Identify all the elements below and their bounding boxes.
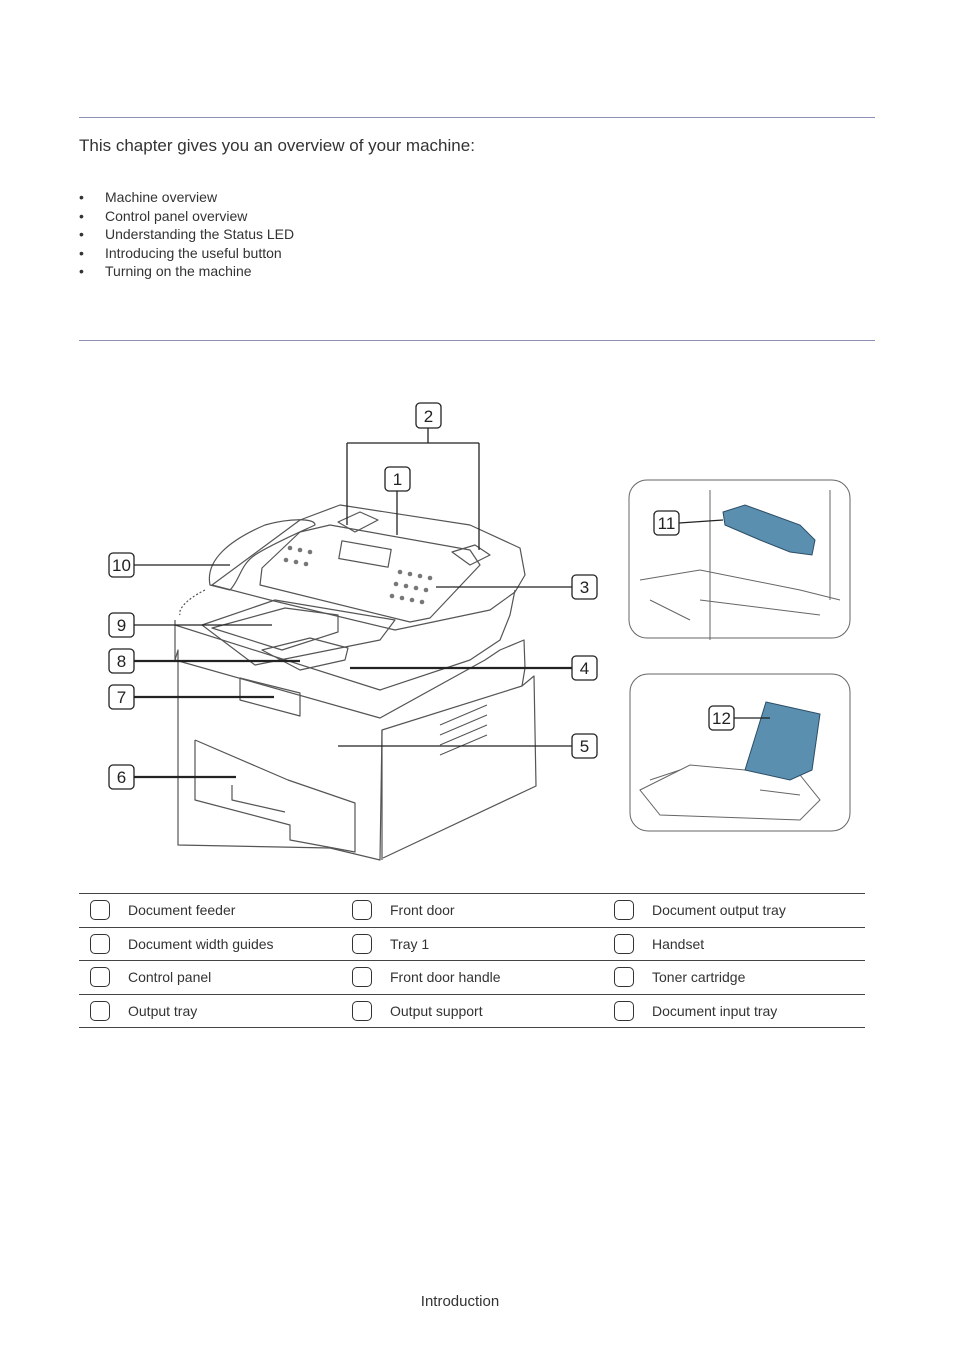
number-box [614,900,634,921]
callout-4-label: 4 [580,659,589,678]
legend-label: Tray 1 [390,935,430,952]
bullet: • [79,189,84,205]
output-tray-shape [201,599,396,666]
table-row: Document width guides Tray 1 Handset [79,926,865,961]
front-door-handle [239,677,301,717]
intro-text: This chapter gives you an overview of yo… [79,136,475,155]
machine-overview-figure: 2 1 10 3 9 8 4 7 5 6 11 12 [108,402,851,861]
number-box [90,900,110,921]
callout-8-label: 8 [117,652,126,671]
callout-12: 12 [708,705,735,731]
callout-3-label: 3 [580,578,589,597]
callout-7-label: 7 [117,688,126,707]
number-box [352,967,372,988]
bullet: • [79,207,84,224]
table-row: Control panel Front door handle Toner ca… [79,960,865,995]
control-panel [259,524,481,623]
number-box [90,933,110,954]
callout-9-label: 9 [117,616,126,635]
callout-10-label: 10 [112,556,131,575]
list-item-label: Understanding the Status LED [105,226,295,243]
callout-5-label: 5 [580,737,589,756]
callout-10: 10 [108,552,135,578]
table-row: Document feeder Front door Document outp… [79,893,865,928]
legend-label: Document feeder [128,902,236,919]
callout-11-label: 11 [658,514,676,533]
callout-7: 7 [108,684,135,710]
list-item-label: Turning on the machine [105,263,252,280]
legend-label: Output support [390,1002,483,1019]
callout-2-label: 2 [424,407,433,426]
document-input-inset [629,673,851,832]
list-item-label: Machine overview [105,189,218,205]
callout-6-label: 6 [117,768,126,787]
legend-label: Output tray [128,1002,198,1019]
number-box [614,1000,634,1021]
number-box [614,933,634,954]
output-support [261,637,349,671]
legend-label: Control panel [128,969,212,986]
callout-3: 3 [571,574,598,600]
callout-6: 6 [108,764,135,790]
toner-cartridge [722,504,816,556]
list-item: • Machine overview [79,188,294,207]
callout-4: 4 [571,655,598,681]
legend-label: Front door handle [390,969,501,986]
number-box [90,967,110,988]
list-item: • Introducing the useful button [79,244,294,263]
document-input-tray [744,701,821,781]
parts-legend-table: Document feeder Front door Document outp… [79,893,865,1028]
callout-1: 1 [384,466,411,492]
number-box [352,900,372,921]
callout-11: 11 [653,510,680,536]
chapter-contents-list: • Machine overview • Control panel overvie… [79,188,294,281]
section-rule [79,340,875,341]
bullet: • [79,226,84,243]
document-feeder [337,511,379,533]
number-box [614,967,634,988]
number-box [90,1000,110,1021]
page-footer: Introduction [420,1293,500,1310]
legend-label: Document output tray [652,902,786,919]
callout-2: 2 [415,402,442,429]
list-item: • Control panel overview [79,207,294,226]
callout-1-label: 1 [393,470,402,489]
legend-label: Document width guides [128,935,274,952]
legend-label: Front door [390,902,455,919]
list-item: • Understanding the Status LED [79,225,294,244]
legend-label: Document input tray [652,1002,778,1019]
bullet: • [79,244,84,261]
list-item-label: Control panel overview [105,207,248,224]
top-rule [79,117,875,118]
toner-inset [628,479,851,640]
legend-label: Toner cartridge [652,969,746,986]
tray-1 [194,739,356,853]
list-item-label: Introducing the useful button [105,244,282,261]
machine-body [174,639,526,861]
callout-8: 8 [108,648,135,674]
callout-12-label: 12 [712,709,731,728]
bullet: • [79,263,84,280]
number-box [352,933,372,954]
list-item: • Turning on the machine [79,262,294,281]
table-row: Output tray Output support Document inpu… [79,993,865,1028]
handset [208,519,316,591]
number-box [352,1000,372,1021]
callout-9: 9 [108,612,135,638]
callout-5: 5 [571,733,598,759]
legend-label: Handset [652,935,705,952]
